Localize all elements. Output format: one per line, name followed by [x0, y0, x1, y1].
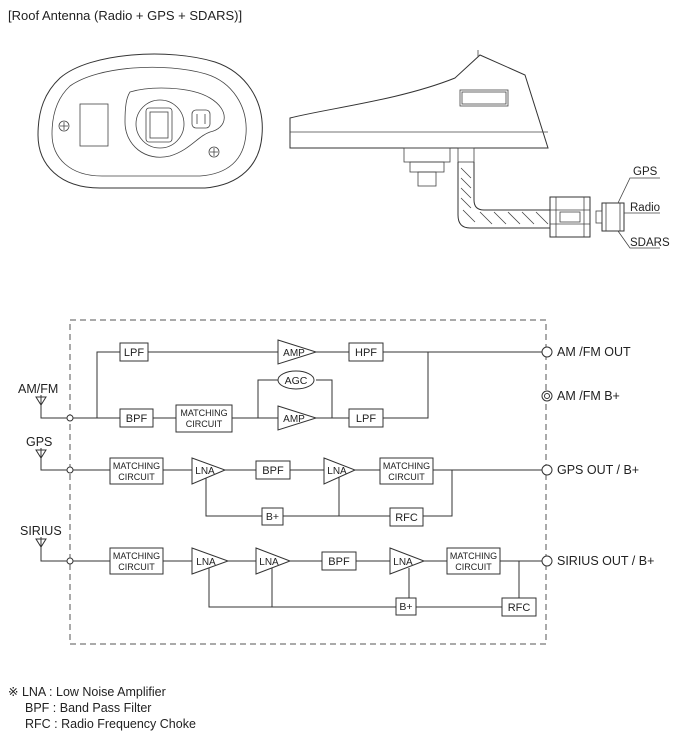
matching-circuit-gps-in-line1: MATCHING	[113, 461, 160, 471]
bplus-block-sirius	[395, 597, 417, 616]
connector-label-radio: Radio	[630, 202, 660, 214]
input-label-sirius: SIRIUS	[20, 524, 62, 538]
diagram-title: [Roof Antenna (Radio + GPS + SDARS)]	[8, 8, 242, 23]
bpf-block-sirius	[321, 551, 357, 571]
matching-circuit-gps-out-line1: MATCHING	[383, 461, 430, 471]
lna-block-gps-1	[191, 457, 227, 485]
gps-antenna-icon	[35, 448, 47, 459]
lpf-block-top	[119, 342, 149, 362]
output-label-amfm-out: AM /FM OUT	[557, 345, 631, 359]
legend-rfc: RFC : Radio Frequency Choke	[25, 717, 196, 731]
lna-block-sirius-3	[389, 547, 426, 575]
agc-block	[277, 370, 315, 390]
matching-circuit-gps-out-line2: CIRCUIT	[388, 472, 425, 482]
matching-circuit-amfm-line1: MATCHING	[180, 408, 227, 418]
amfm-antenna-icon	[35, 395, 47, 406]
matching-circuit-sirius-out-line2: CIRCUIT	[455, 562, 492, 572]
output-label-sirius-out: SIRIUS OUT / B+	[557, 554, 654, 568]
amfm-out-terminal	[541, 346, 553, 358]
bplus-block-sirius-label: B+	[399, 601, 412, 613]
amp-block-bottom	[277, 405, 318, 431]
lna-block-sirius-2	[255, 547, 292, 575]
lna-block-sirius-3-label: LNA	[393, 557, 413, 568]
matching-circuit-amfm-line2: CIRCUIT	[186, 419, 223, 429]
hpf-block-label: HPF	[355, 347, 377, 359]
matching-circuit-sirius-in-line1: MATCHING	[113, 551, 160, 561]
rfc-block-sirius-label: RFC	[508, 602, 531, 614]
amfm-bplus-terminal-inner	[544, 393, 550, 399]
matching-circuit-gps-out	[379, 457, 434, 485]
abbreviation-legend: ※ LNA : Low Noise Amplifier BPF : Band P…	[8, 684, 196, 732]
antenna-top-view	[37, 53, 263, 189]
bpf-block-gps-label: BPF	[262, 465, 284, 477]
bpf-block-amfm-label: BPF	[126, 413, 148, 425]
gps-junction	[66, 466, 74, 474]
bplus-block-gps	[261, 507, 284, 526]
sirius-wiring	[40, 547, 543, 608]
antenna-side-view	[289, 50, 660, 249]
connector-label-gps: GPS	[633, 166, 658, 178]
matching-circuit-sirius-out	[446, 547, 501, 575]
bpf-block-gps	[255, 460, 291, 480]
amp-block-top	[277, 339, 318, 365]
output-label-amfm-bplus: AM /FM B+	[557, 389, 620, 403]
bplus-block-gps-label: B+	[266, 511, 279, 523]
sirius-out-terminal	[541, 555, 553, 567]
gps-wiring	[40, 458, 543, 517]
sirius-junction	[66, 557, 74, 565]
matching-circuit-sirius-out-line1: MATCHING	[450, 551, 497, 561]
lna-block-gps-1-label: LNA	[195, 466, 215, 477]
gps-out-terminal	[541, 464, 553, 476]
bpf-block-amfm	[119, 408, 154, 428]
bpf-block-sirius-label: BPF	[328, 556, 350, 568]
input-label-gps: GPS	[26, 435, 52, 449]
matching-circuit-sirius-in-line2: CIRCUIT	[118, 562, 155, 572]
lna-block-gps-2-label: LNA	[327, 466, 347, 477]
legend-bpf: BPF : Band Pass Filter	[25, 701, 152, 715]
lna-block-sirius-1	[191, 547, 230, 575]
amp-block-bottom-label: AMP	[283, 414, 305, 425]
rfc-block-sirius	[501, 597, 537, 617]
amp-block-top-label: AMP	[283, 348, 305, 359]
lna-block-sirius-2-label: LNA	[259, 557, 279, 568]
rfc-block-gps-label: RFC	[395, 512, 418, 524]
output-label-gps-out: GPS OUT / B+	[557, 463, 639, 477]
agc-block-label: AGC	[285, 375, 308, 387]
matching-circuit-amfm	[175, 404, 233, 433]
input-label-amfm: AM/FM	[18, 382, 58, 396]
lpf-block-bottom-label: LPF	[356, 413, 376, 425]
lna-block-sirius-1-label: LNA	[196, 557, 216, 568]
amfm-junction	[66, 414, 74, 422]
sirius-antenna-icon	[35, 537, 47, 548]
connector-label-sdars: SDARS	[630, 237, 670, 249]
lpf-block-top-label: LPF	[124, 347, 144, 359]
matching-circuit-gps-in	[109, 457, 164, 485]
legend-lna: ※ LNA : Low Noise Amplifier	[8, 685, 166, 699]
hpf-block	[348, 342, 384, 362]
matching-circuit-sirius-in	[109, 547, 164, 575]
lna-block-gps-2	[323, 457, 357, 485]
rfc-block-gps	[389, 507, 424, 527]
matching-circuit-gps-in-line2: CIRCUIT	[118, 472, 155, 482]
lpf-block-bottom	[348, 408, 384, 428]
